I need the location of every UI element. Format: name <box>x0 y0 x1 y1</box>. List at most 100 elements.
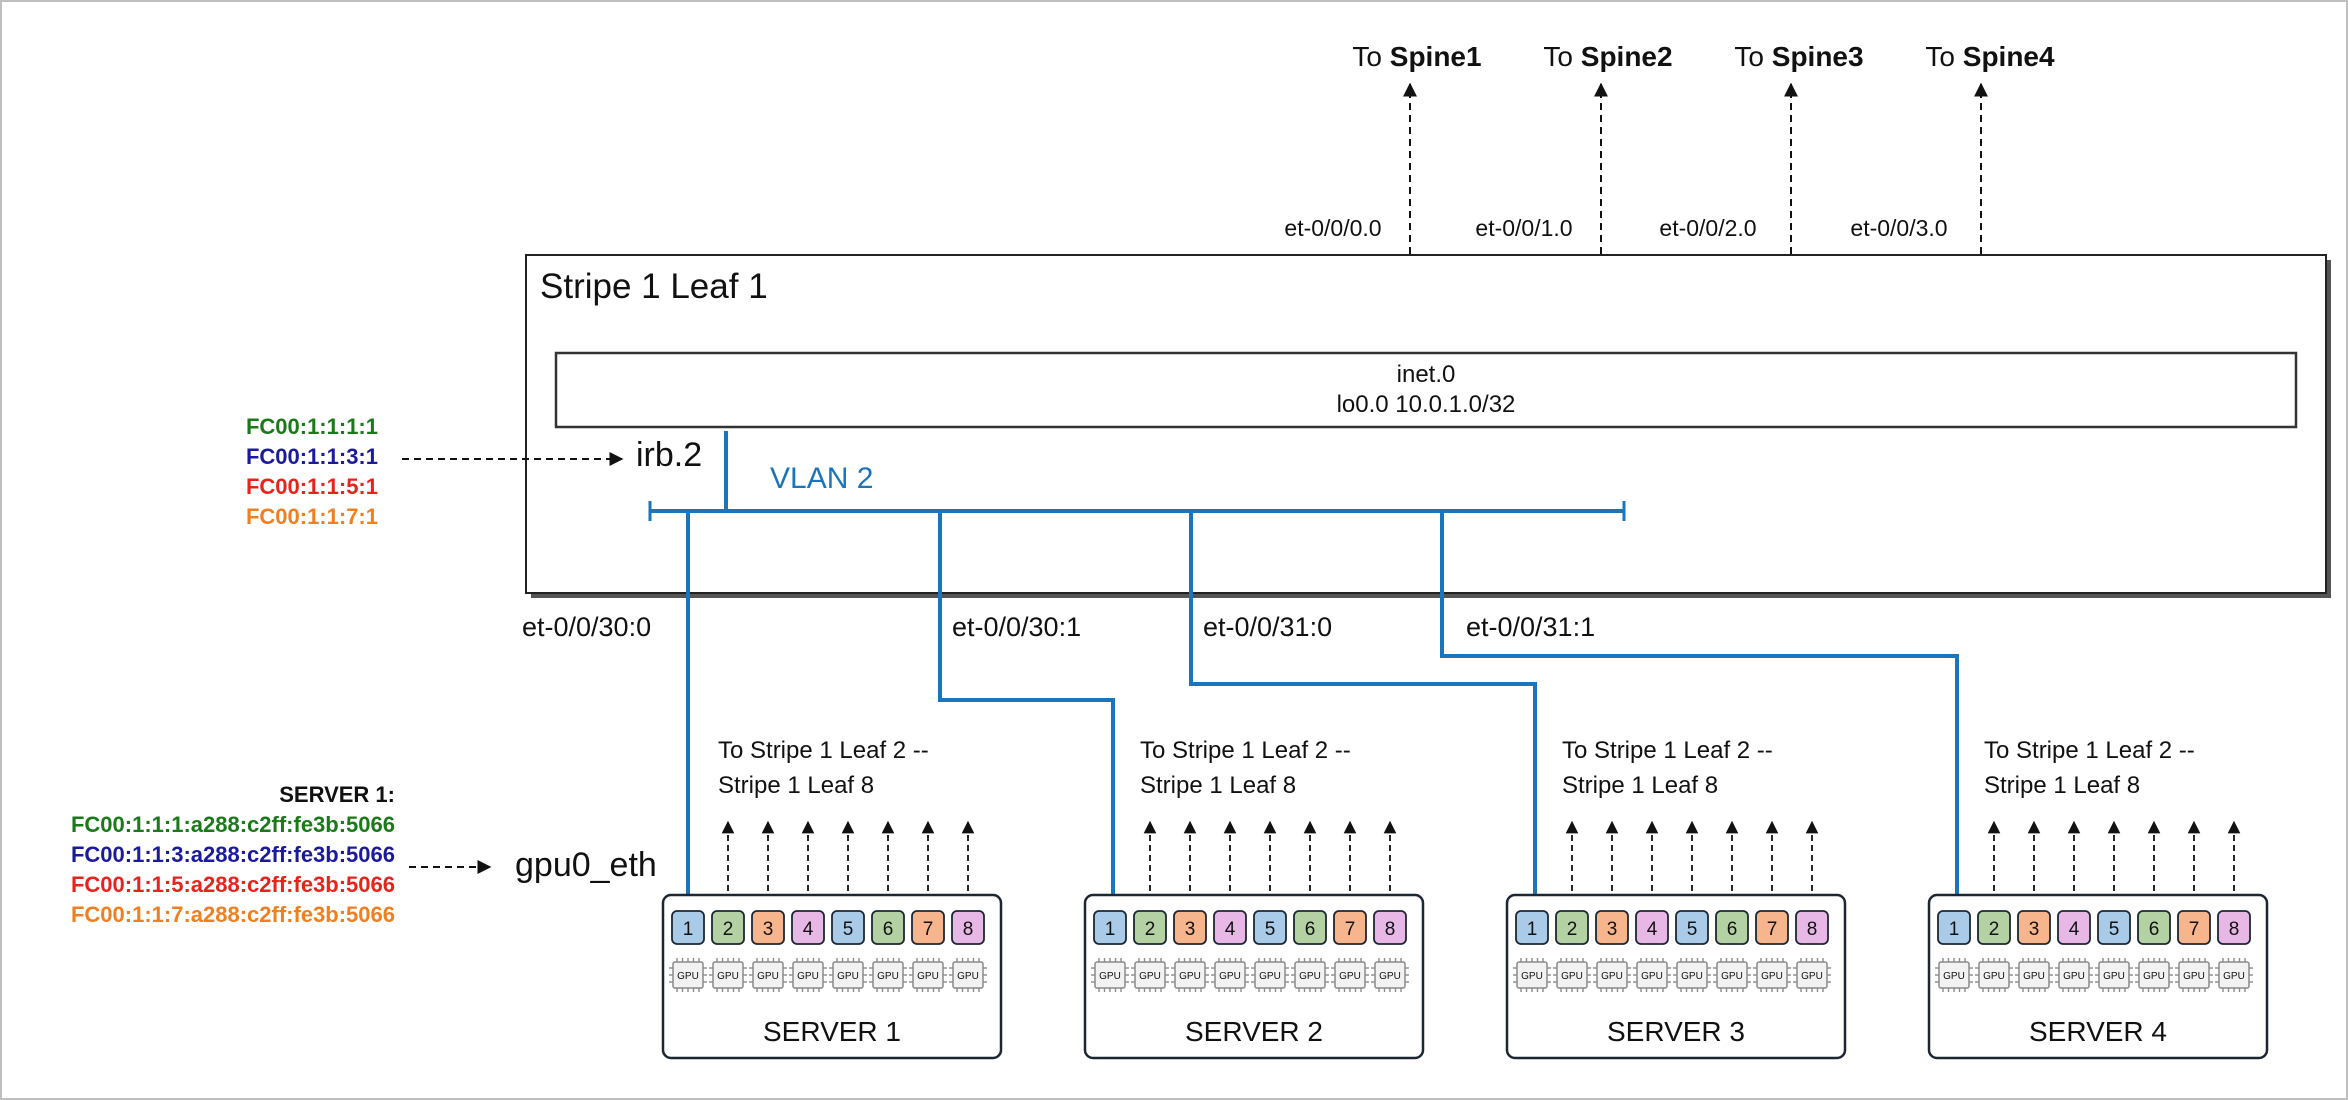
gpu-chip-icon: GPU <box>1371 958 1409 992</box>
nic-port-7 <box>1755 910 1789 945</box>
server-uplink-label-line1: To Stripe 1 Leaf 2 -- <box>1562 737 1773 764</box>
svg-text:GPU: GPU <box>2103 971 2125 982</box>
irb-label: irb.2 <box>636 436 702 474</box>
gpu-chip-icon: GPU <box>869 958 907 992</box>
svg-text:GPU: GPU <box>677 971 699 982</box>
nic-port-2 <box>1977 910 2011 945</box>
server1-address-block: SERVER 1: FC00:1:1:1:a288:c2ff:fe3b:5066… <box>71 782 395 927</box>
svg-text:GPU: GPU <box>1099 971 1121 982</box>
svg-text:GPU: GPU <box>797 971 819 982</box>
nic-port-3 <box>1595 910 1629 945</box>
nic-port-label: 8 <box>1807 919 1818 940</box>
gpu-chip-icon: GPU <box>829 958 867 992</box>
server-uplink-label-line2: Stripe 1 Leaf 8 <box>718 772 874 799</box>
gpu-chip-icon: GPU <box>1091 958 1129 992</box>
access-port-2: et-0/0/30:1 <box>952 612 1081 642</box>
gpu-chip-icon: GPU <box>1713 958 1751 992</box>
gpu-chip-icon: GPU <box>1331 958 1369 992</box>
spine-port-3: et-0/0/2.0 <box>1659 215 1756 241</box>
nic-port-1 <box>1937 910 1971 945</box>
svg-text:GPU: GPU <box>1983 971 2005 982</box>
leaf-title: Stripe 1 Leaf 1 <box>540 267 768 306</box>
svg-text:GPU: GPU <box>1139 971 1161 982</box>
spine-label-4: To Spine4 <box>1925 41 2055 72</box>
irb-address-4: FC00:1:1:7:1 <box>246 504 378 529</box>
nic-port-4 <box>791 910 825 945</box>
gpu-chip-icon: GPU <box>2215 958 2253 992</box>
gpu-chip-icon: GPU <box>1291 958 1329 992</box>
vlan-label: VLAN 2 <box>770 462 873 495</box>
svg-text:GPU: GPU <box>1219 971 1241 982</box>
nic-port-6 <box>1293 910 1327 945</box>
svg-text:GPU: GPU <box>1721 971 1743 982</box>
spine-port-labels: et-0/0/0.0 et-0/0/1.0 et-0/0/2.0 et-0/0/… <box>1284 215 1947 241</box>
nic-port-4 <box>1213 910 1247 945</box>
nic-port-4 <box>2057 910 2091 945</box>
nic-port-label: 3 <box>763 919 774 940</box>
svg-text:GPU: GPU <box>877 971 899 982</box>
nic-port-5 <box>831 910 865 945</box>
nic-port-label: 7 <box>923 919 934 940</box>
nic-port-label: 4 <box>803 919 814 940</box>
nic-port-label: 4 <box>1225 919 1236 940</box>
spine-uplinks <box>1403 82 1988 350</box>
nic-port-label: 5 <box>843 919 854 940</box>
server1-address-1: FC00:1:1:1:a288:c2ff:fe3b:5066 <box>71 812 395 837</box>
svg-text:GPU: GPU <box>757 971 779 982</box>
gpu-chip-icon: GPU <box>1131 958 1169 992</box>
gpu-chip-icon: GPU <box>2135 958 2173 992</box>
svg-text:GPU: GPU <box>1379 971 1401 982</box>
gpu-chip-icon: GPU <box>749 958 787 992</box>
svg-text:GPU: GPU <box>1601 971 1623 982</box>
gpu-chip-icon: GPU <box>1211 958 1249 992</box>
nic-port-3 <box>2017 910 2051 945</box>
nic-port-1 <box>671 910 705 945</box>
access-link-server-4 <box>1440 511 1959 912</box>
nic-port-label: 7 <box>1345 919 1356 940</box>
nic-port-8 <box>951 910 985 945</box>
gpu-chip-icon: GPU <box>1753 958 1791 992</box>
nic-port-label: 2 <box>1145 919 1156 940</box>
nic-port-label: 3 <box>1607 919 1618 940</box>
gpu-chip-icon: GPU <box>709 958 747 992</box>
nic-port-label: 8 <box>1385 919 1396 940</box>
nic-port-1 <box>1093 910 1127 945</box>
nic-port-7 <box>911 910 945 945</box>
nic-port-label: 4 <box>2069 919 2080 940</box>
server-uplink-label-line2: Stripe 1 Leaf 8 <box>1562 772 1718 799</box>
nic-port-6 <box>2137 910 2171 945</box>
gpu-chip-icon: GPU <box>1553 958 1591 992</box>
access-port-1: et-0/0/30:0 <box>522 612 651 642</box>
nic-port-8 <box>1373 910 1407 945</box>
gpu-chip-icon: GPU <box>2175 958 2213 992</box>
nic-port-label: 8 <box>963 919 974 940</box>
svg-text:GPU: GPU <box>1259 971 1281 982</box>
nic-port-label: 3 <box>2029 919 2040 940</box>
server1-address-2: FC00:1:1:3:a288:c2ff:fe3b:5066 <box>71 842 395 867</box>
svg-text:GPU: GPU <box>1943 971 1965 982</box>
irb-address-1: FC00:1:1:1:1 <box>246 414 378 439</box>
svg-text:GPU: GPU <box>1801 971 1823 982</box>
nic-port-5 <box>2097 910 2131 945</box>
nic-port-3 <box>1173 910 1207 945</box>
nic-port-label: 5 <box>1265 919 1276 940</box>
nic-port-label: 3 <box>1185 919 1196 940</box>
vlan-links <box>648 431 1959 912</box>
gpu-iface-label: gpu0_eth <box>515 846 657 884</box>
svg-text:GPU: GPU <box>717 971 739 982</box>
spine-labels: To Spine1 To Spine2 To Spine3 To Spine4 <box>1352 41 2055 72</box>
nic-port-label: 1 <box>1949 919 1960 940</box>
svg-text:GPU: GPU <box>1299 971 1321 982</box>
svg-text:GPU: GPU <box>1179 971 1201 982</box>
access-port-4: et-0/0/31:1 <box>1466 612 1595 642</box>
spine-label-1: To Spine1 <box>1352 41 1481 72</box>
nic-port-label: 2 <box>1567 919 1578 940</box>
svg-text:GPU: GPU <box>1561 971 1583 982</box>
